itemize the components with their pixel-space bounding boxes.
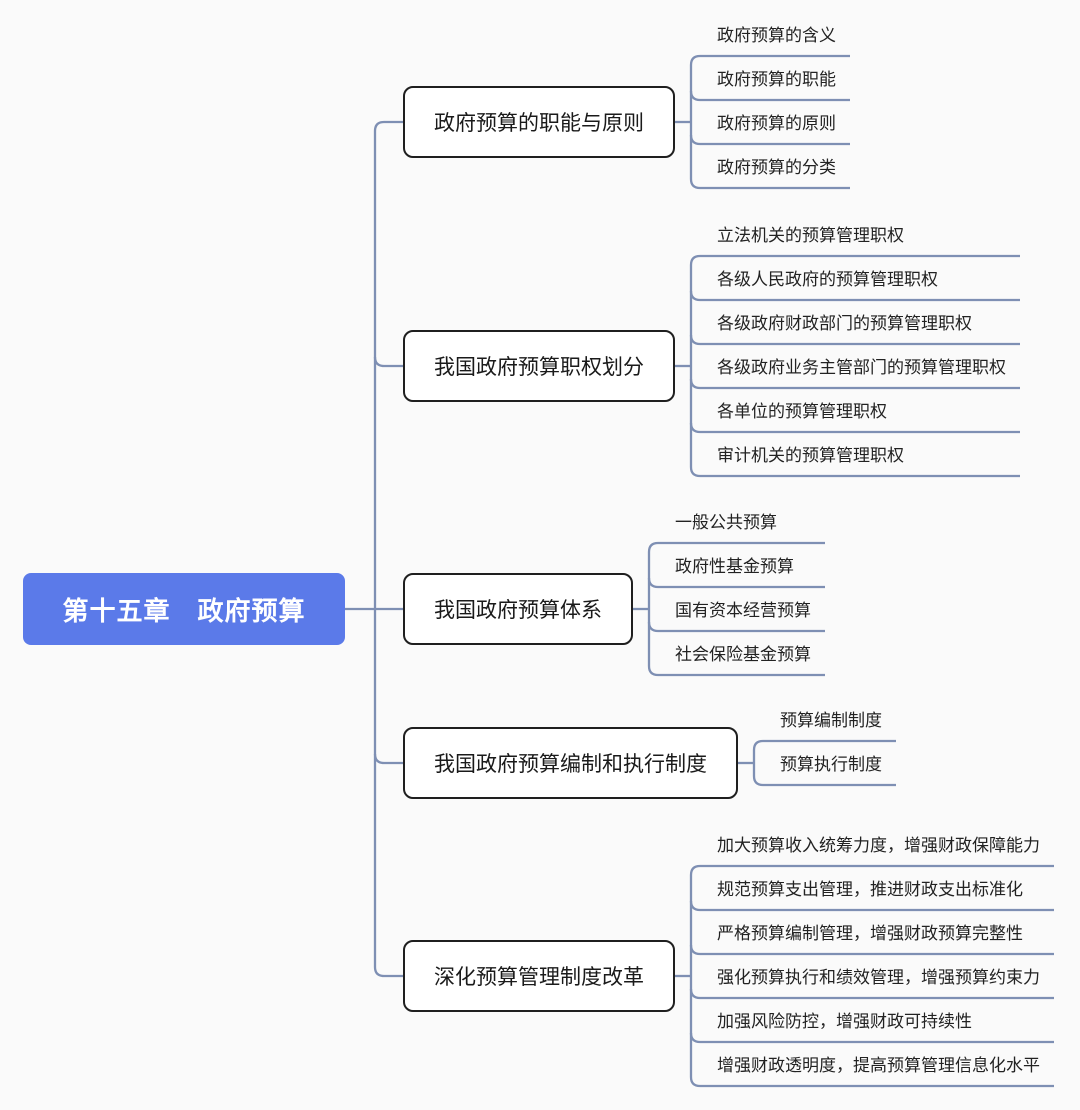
leaf-topic[interactable]: 国有资本经营预算 xyxy=(675,601,811,620)
leaf-topic[interactable]: 各级人民政府的预算管理职权 xyxy=(717,270,938,289)
leaf-topic[interactable]: 预算执行制度 xyxy=(780,755,882,774)
branch-group: 我国政府预算编制和执行制度预算编制制度预算执行制度 xyxy=(403,697,896,829)
root-topic[interactable]: 第十五章 政府预算 xyxy=(23,573,345,645)
leaf-topic[interactable]: 加强风险防控，增强财政可持续性 xyxy=(717,1012,972,1031)
leaf-topic[interactable]: 强化预算执行和绩效管理，增强预算约束力 xyxy=(717,968,1040,987)
branch-topic[interactable]: 我国政府预算编制和执行制度 xyxy=(403,727,738,799)
branch-topic[interactable]: 政府预算的职能与原则 xyxy=(403,86,675,158)
leaf-group: 一般公共预算政府性基金预算国有资本经营预算社会保险基金预算 xyxy=(649,499,825,675)
leaf-topic[interactable]: 政府预算的职能 xyxy=(717,70,836,89)
leaf-topic[interactable]: 政府预算的含义 xyxy=(717,26,836,45)
leaf-group: 立法机关的预算管理职权各级人民政府的预算管理职权各级政府财政部门的预算管理职权各… xyxy=(691,212,1020,476)
leaf-topic[interactable]: 审计机关的预算管理职权 xyxy=(717,446,904,465)
leaf-topic[interactable]: 增强财政透明度，提高预算管理信息化水平 xyxy=(717,1056,1040,1075)
leaf-topic[interactable]: 立法机关的预算管理职权 xyxy=(717,226,904,245)
branch-topic[interactable]: 我国政府预算职权划分 xyxy=(403,330,675,402)
leaf-group: 政府预算的含义政府预算的职能政府预算的原则政府预算的分类 xyxy=(691,12,850,188)
leaf-topic[interactable]: 各单位的预算管理职权 xyxy=(717,402,887,421)
leaf-topic[interactable]: 加大预算收入统筹力度，增强财政保障能力 xyxy=(717,836,1040,855)
leaf-topic[interactable]: 政府预算的分类 xyxy=(717,158,836,177)
branch-group: 政府预算的职能与原则政府预算的含义政府预算的职能政府预算的原则政府预算的分类 xyxy=(403,12,850,232)
leaf-group: 加大预算收入统筹力度，增强财政保障能力规范预算支出管理，推进财政支出标准化严格预… xyxy=(691,822,1054,1086)
branch-topic[interactable]: 深化预算管理制度改革 xyxy=(403,940,675,1012)
leaf-topic[interactable]: 预算编制制度 xyxy=(780,711,882,730)
leaf-group: 预算编制制度预算执行制度 xyxy=(754,697,896,785)
leaf-topic[interactable]: 社会保险基金预算 xyxy=(675,645,811,664)
branch-group: 我国政府预算职权划分立法机关的预算管理职权各级人民政府的预算管理职权各级政府财政… xyxy=(403,212,1020,520)
leaf-topic[interactable]: 一般公共预算 xyxy=(675,513,777,532)
leaf-topic[interactable]: 各级政府业务主管部门的预算管理职权 xyxy=(717,358,1006,377)
leaf-topic[interactable]: 规范预算支出管理，推进财政支出标准化 xyxy=(717,880,1023,899)
leaf-topic[interactable]: 政府预算的原则 xyxy=(717,114,836,133)
branch-group: 深化预算管理制度改革加大预算收入统筹力度，增强财政保障能力规范预算支出管理，推进… xyxy=(403,822,1054,1110)
leaf-topic[interactable]: 各级政府财政部门的预算管理职权 xyxy=(717,314,972,333)
branch-topic[interactable]: 我国政府预算体系 xyxy=(403,573,633,645)
leaf-topic[interactable]: 政府性基金预算 xyxy=(675,557,794,576)
leaf-topic[interactable]: 严格预算编制管理，增强财政预算完整性 xyxy=(717,924,1023,943)
branch-group: 我国政府预算体系一般公共预算政府性基金预算国有资本经营预算社会保险基金预算 xyxy=(403,499,825,719)
